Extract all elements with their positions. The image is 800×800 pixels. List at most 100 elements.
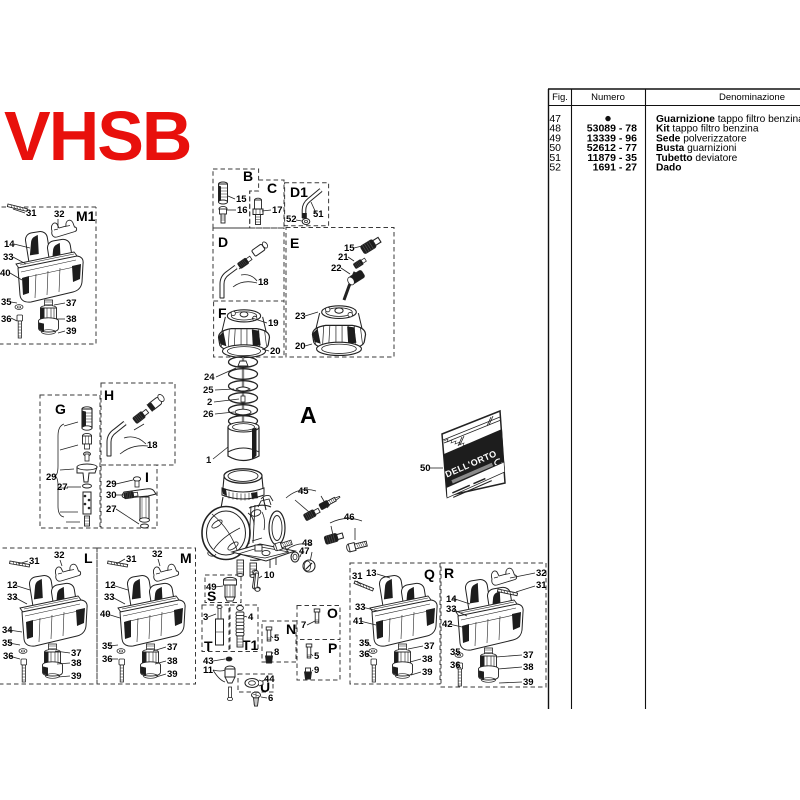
svg-text:50: 50 bbox=[420, 463, 431, 474]
svg-text:52612 - 77: 52612 - 77 bbox=[587, 142, 637, 154]
svg-text:43: 43 bbox=[203, 656, 214, 667]
svg-text:B: B bbox=[243, 168, 253, 184]
svg-text:31: 31 bbox=[126, 554, 137, 565]
svg-text:11: 11 bbox=[203, 665, 214, 676]
svg-text:33: 33 bbox=[7, 592, 18, 603]
svg-text:38: 38 bbox=[167, 656, 178, 667]
svg-text:36: 36 bbox=[1, 314, 12, 325]
svg-text:N: N bbox=[286, 621, 296, 637]
svg-text:39: 39 bbox=[71, 671, 82, 682]
svg-text:L: L bbox=[84, 550, 93, 566]
svg-text:38: 38 bbox=[66, 314, 77, 325]
svg-text:9: 9 bbox=[314, 665, 319, 676]
svg-text:F: F bbox=[218, 305, 227, 321]
svg-text:37: 37 bbox=[167, 642, 178, 653]
svg-text:35: 35 bbox=[102, 641, 113, 652]
svg-text:52: 52 bbox=[549, 162, 561, 174]
svg-text:15: 15 bbox=[344, 243, 355, 254]
svg-text:38: 38 bbox=[71, 658, 82, 669]
svg-text:D1: D1 bbox=[290, 184, 308, 200]
svg-text:45: 45 bbox=[298, 486, 309, 497]
svg-text:H: H bbox=[104, 387, 114, 403]
svg-text:10: 10 bbox=[264, 570, 275, 581]
svg-text:P: P bbox=[328, 640, 337, 656]
svg-text:31: 31 bbox=[26, 208, 37, 219]
svg-text:33: 33 bbox=[446, 604, 457, 615]
svg-text:G: G bbox=[55, 401, 66, 417]
svg-text:Denominazione: Denominazione bbox=[719, 92, 785, 103]
svg-text:32: 32 bbox=[536, 568, 547, 579]
svg-text:5: 5 bbox=[314, 651, 320, 662]
svg-text:U: U bbox=[260, 679, 270, 695]
svg-text:38: 38 bbox=[523, 662, 534, 673]
svg-text:15: 15 bbox=[236, 194, 247, 205]
svg-text:22: 22 bbox=[331, 263, 342, 274]
svg-text:13339 - 96: 13339 - 96 bbox=[587, 132, 637, 144]
svg-text:35: 35 bbox=[1, 297, 12, 308]
svg-text:20: 20 bbox=[270, 346, 281, 357]
svg-text:Busta guarnizioni: Busta guarnizioni bbox=[656, 143, 736, 154]
svg-text:42: 42 bbox=[442, 619, 453, 630]
svg-text:Numero: Numero bbox=[591, 92, 625, 103]
svg-text:47: 47 bbox=[549, 113, 561, 125]
svg-text:2: 2 bbox=[207, 397, 212, 408]
svg-text:49: 49 bbox=[549, 132, 561, 144]
svg-text:33: 33 bbox=[355, 602, 366, 613]
svg-text:33: 33 bbox=[3, 252, 14, 263]
svg-text:39: 39 bbox=[422, 667, 433, 678]
svg-text:R: R bbox=[444, 565, 454, 581]
svg-text:E: E bbox=[290, 235, 299, 251]
svg-text:20: 20 bbox=[295, 341, 306, 352]
svg-text:5: 5 bbox=[274, 633, 280, 644]
svg-text:36: 36 bbox=[3, 651, 14, 662]
svg-text:11879 - 35: 11879 - 35 bbox=[587, 152, 637, 164]
svg-text:34: 34 bbox=[2, 625, 13, 636]
svg-text:51: 51 bbox=[549, 152, 561, 164]
svg-text:27: 27 bbox=[106, 504, 117, 515]
svg-text:37: 37 bbox=[71, 648, 82, 659]
svg-text:24: 24 bbox=[204, 372, 215, 383]
svg-text:29: 29 bbox=[46, 472, 57, 483]
svg-text:48: 48 bbox=[549, 123, 561, 135]
svg-text:16: 16 bbox=[237, 205, 248, 216]
svg-text:18: 18 bbox=[258, 277, 269, 288]
svg-text:7: 7 bbox=[301, 620, 306, 631]
svg-text:T1: T1 bbox=[242, 637, 259, 653]
svg-text:35: 35 bbox=[2, 638, 13, 649]
svg-text:T: T bbox=[204, 638, 213, 654]
svg-text:39: 39 bbox=[167, 669, 178, 680]
svg-text:31: 31 bbox=[29, 556, 40, 567]
svg-text:Dado: Dado bbox=[656, 163, 681, 174]
svg-text:35: 35 bbox=[359, 638, 370, 649]
svg-text:18: 18 bbox=[147, 440, 158, 451]
svg-text:8: 8 bbox=[274, 647, 279, 658]
svg-text:37: 37 bbox=[424, 641, 435, 652]
svg-text:I: I bbox=[145, 469, 149, 485]
svg-text:14: 14 bbox=[4, 239, 15, 250]
svg-text:51: 51 bbox=[313, 209, 324, 220]
svg-text:29: 29 bbox=[106, 479, 117, 490]
svg-text:27: 27 bbox=[57, 482, 68, 493]
svg-text:36: 36 bbox=[359, 649, 370, 660]
svg-text:A: A bbox=[300, 402, 317, 428]
svg-text:46: 46 bbox=[344, 512, 355, 523]
svg-text:38: 38 bbox=[422, 654, 433, 665]
svg-text:33: 33 bbox=[104, 592, 115, 603]
svg-text:13: 13 bbox=[366, 568, 377, 579]
svg-text:Tubetto deviatore: Tubetto deviatore bbox=[656, 153, 738, 164]
svg-text:32: 32 bbox=[54, 550, 65, 561]
svg-text:Q: Q bbox=[424, 566, 435, 582]
svg-text:23: 23 bbox=[295, 311, 306, 322]
svg-text:12: 12 bbox=[105, 580, 116, 591]
svg-text:26: 26 bbox=[203, 409, 214, 420]
svg-text:25: 25 bbox=[203, 385, 214, 396]
svg-text:M1: M1 bbox=[76, 208, 96, 224]
svg-text:32: 32 bbox=[152, 549, 163, 560]
svg-text:S: S bbox=[207, 588, 216, 604]
svg-text:17: 17 bbox=[272, 205, 283, 216]
svg-text:12: 12 bbox=[7, 580, 18, 591]
svg-text:Fig.: Fig. bbox=[552, 92, 568, 103]
svg-text:C: C bbox=[267, 180, 277, 196]
svg-text:40: 40 bbox=[0, 268, 11, 279]
svg-text:6: 6 bbox=[268, 693, 273, 704]
